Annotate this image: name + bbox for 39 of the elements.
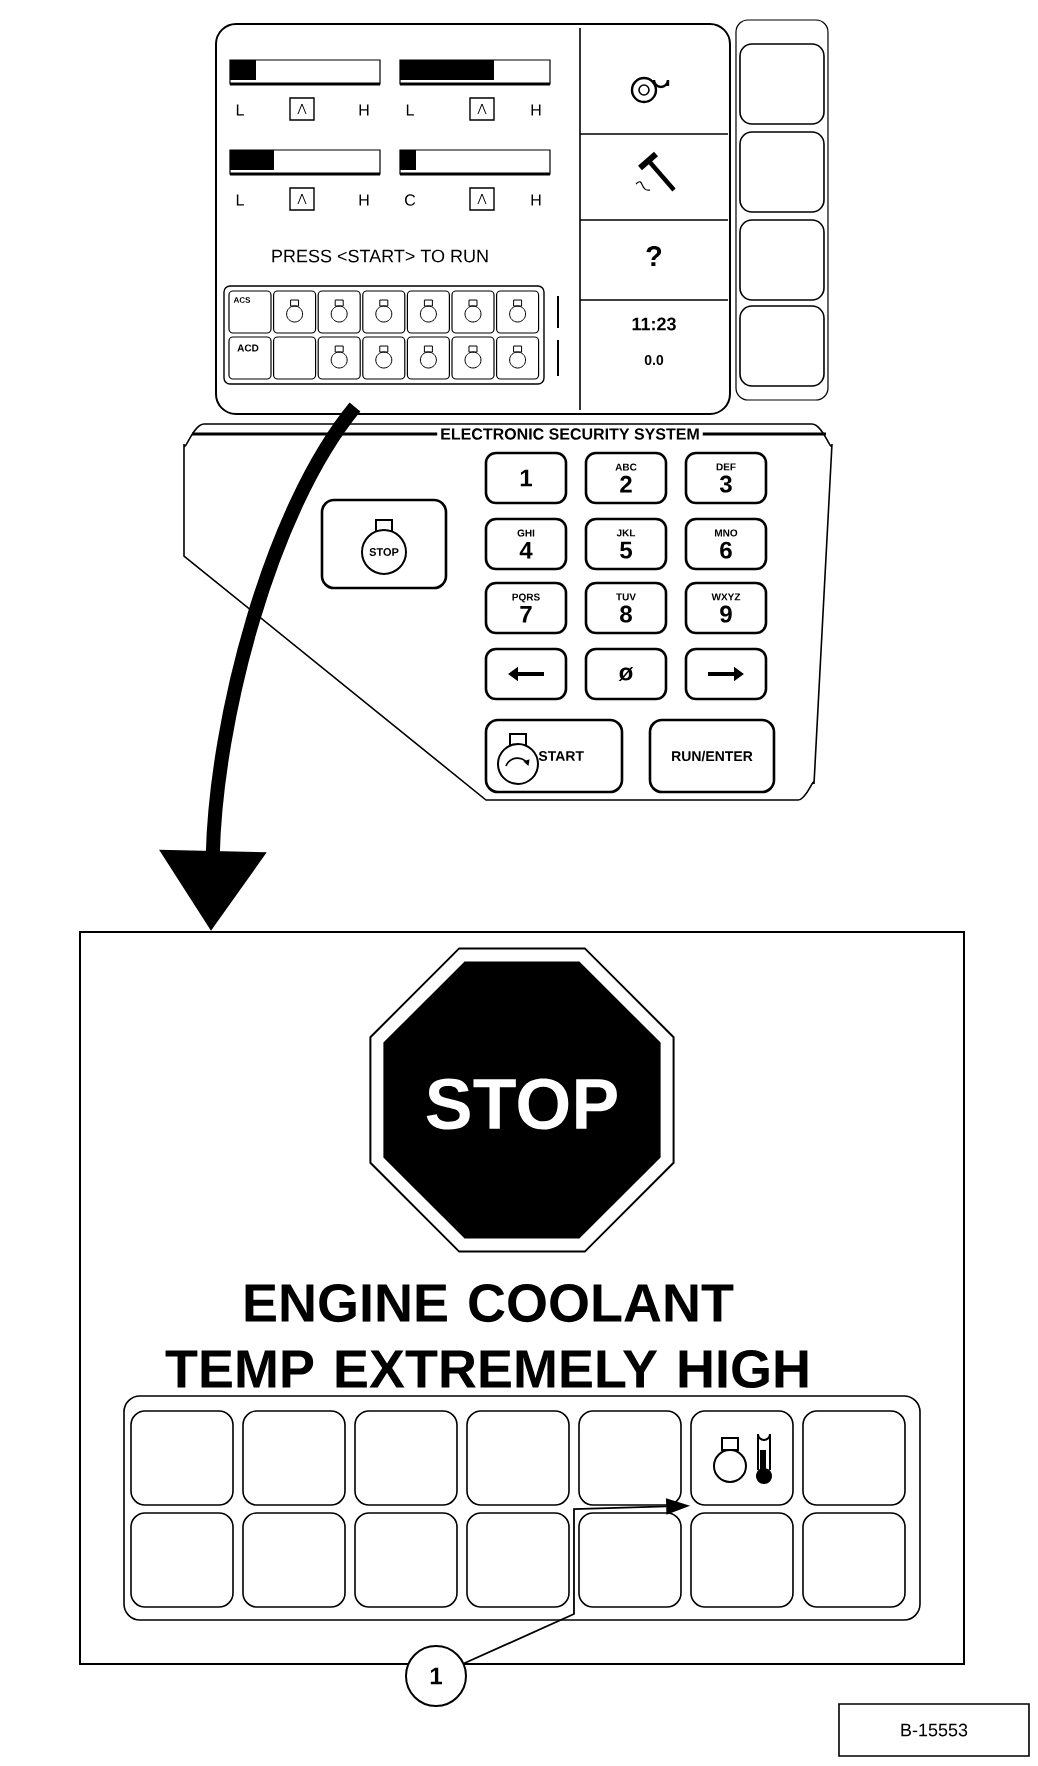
help-mark: ? bbox=[646, 245, 662, 267]
panel-heading: ELECTRONIC SECURITY SYSTEM bbox=[437, 425, 703, 443]
gauge-label: C bbox=[405, 194, 416, 206]
gauge-label: L bbox=[236, 104, 244, 116]
indicator-cell bbox=[466, 1410, 570, 1506]
gauge-label: L bbox=[236, 194, 244, 206]
indicator-cell bbox=[130, 1512, 234, 1608]
clock-readout: 11:23 bbox=[632, 317, 676, 331]
indicator-panel bbox=[123, 1395, 921, 1621]
indicator-cell bbox=[354, 1512, 458, 1608]
gauge-label: H bbox=[531, 104, 541, 116]
indicator-cell bbox=[242, 1410, 346, 1506]
stop-sign: STOP bbox=[369, 947, 675, 1253]
indicator-cell bbox=[690, 1410, 794, 1506]
keypad-key bbox=[484, 647, 568, 701]
keypad-key bbox=[684, 647, 768, 701]
indicator-cell bbox=[130, 1410, 234, 1506]
indicator-cell bbox=[466, 1512, 570, 1608]
status-message: PRESS <START> TO RUN bbox=[272, 249, 488, 263]
keypad-key: ø bbox=[584, 647, 668, 701]
gauge-label: H bbox=[359, 194, 369, 206]
gauge-label: H bbox=[531, 194, 541, 206]
indicator-cell bbox=[578, 1410, 682, 1506]
gauge-label: L bbox=[406, 104, 414, 116]
callout-number: 1 bbox=[405, 1645, 467, 1707]
keypad-key: 1 bbox=[484, 451, 568, 505]
indicator-cell bbox=[578, 1512, 682, 1608]
side-button bbox=[739, 131, 825, 213]
indicator-cell bbox=[802, 1512, 906, 1608]
figure-number: B-15553 bbox=[838, 1703, 1030, 1757]
side-button bbox=[739, 219, 825, 301]
warning-message: ENGINE COOLANT TEMP EXTREMELY HIGH bbox=[165, 1283, 808, 1389]
indicator-cell bbox=[690, 1512, 794, 1608]
side-button bbox=[739, 43, 825, 125]
indicator-cell bbox=[802, 1410, 906, 1506]
indicator-cell bbox=[242, 1512, 346, 1608]
side-button bbox=[739, 305, 825, 387]
indicator-cell bbox=[354, 1410, 458, 1506]
gauge-label: H bbox=[359, 104, 369, 116]
